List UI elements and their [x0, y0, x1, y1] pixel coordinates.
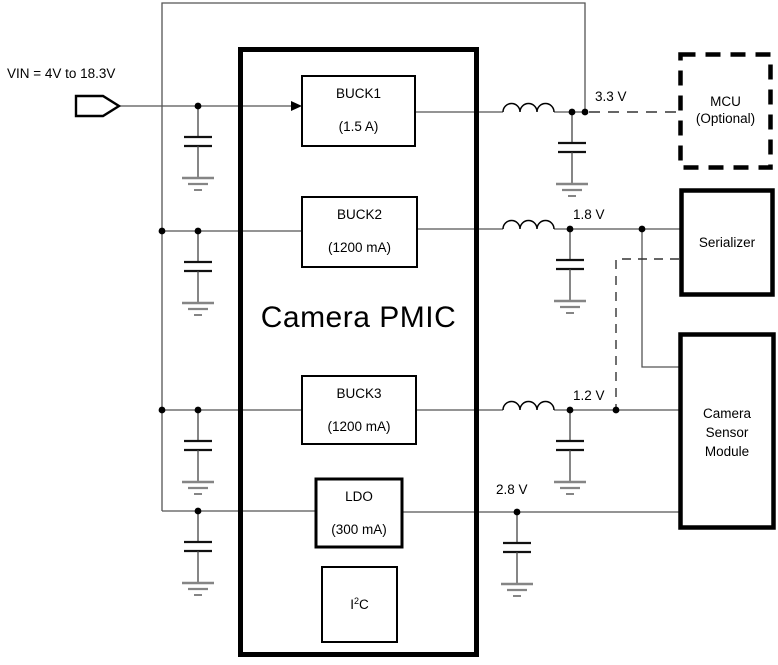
junction-dot [581, 108, 589, 116]
inductor-icon-1v2 [502, 400, 555, 411]
rail-1v8-label: 1.8 V [573, 207, 605, 222]
mcu-label-line1: MCU [710, 94, 741, 109]
rail-3v3-label: 3.3 V [595, 89, 627, 104]
ldo-name: LDO [345, 489, 373, 504]
junction-dot [566, 225, 574, 233]
buck1-rating: (1.5 A) [338, 119, 379, 134]
wire-1v8-camera-branch [641, 229, 680, 368]
junction-dot [194, 227, 202, 235]
capacitor-ground-icon-buck2in [182, 231, 214, 316]
junction-dot [612, 406, 620, 414]
wire-serializer-1v2-dashed [615, 258, 679, 410]
buck2-box [301, 196, 418, 268]
camera-pmic-box [238, 47, 479, 657]
junction-dot [638, 225, 646, 233]
junction-dot [194, 102, 202, 110]
i2c-label-post: C [359, 597, 369, 612]
junction-dot [158, 227, 166, 235]
serializer-label: Serializer [698, 235, 756, 250]
junction-dot [513, 508, 521, 516]
camera-sensor-module-box [678, 332, 776, 530]
buck3-rating: (1200 mA) [327, 419, 391, 434]
junction-dots [158, 102, 646, 516]
camera-label-line3: Module [704, 444, 750, 459]
vin-label: VIN = 4V to 18.3V [7, 66, 116, 81]
inductor-icon-1v8 [502, 219, 555, 230]
pmic-title: Camera PMIC [260, 301, 457, 334]
arrowhead-icon [291, 101, 302, 111]
capacitor-ground-icon-buck3in [182, 410, 214, 495]
camera-sensor-module-label: Camera Sensor Module [680, 404, 774, 461]
vin-rail-frame [161, 2, 586, 511]
serializer-box [679, 188, 775, 297]
junction-dot [194, 406, 202, 414]
rail-1v2-label: 1.2 V [573, 388, 605, 403]
i2c-label-sup: 2 [354, 596, 360, 606]
buck3-name: BUCK3 [336, 386, 382, 401]
inductor-icon-3v3 [502, 102, 555, 113]
capacitor-ground-icon-3v3 [556, 112, 588, 197]
capacitor-ground-icon-1v8 [554, 229, 586, 314]
capacitor-ground-icon-ldoin [182, 511, 214, 596]
mcu-label: MCU (Optional) [678, 93, 773, 127]
mcu-label-line2: (Optional) [695, 111, 756, 126]
junction-dot [158, 406, 166, 414]
capacitor-ground-icon-2v8 [501, 512, 533, 597]
buck2-name: BUCK2 [336, 207, 382, 222]
buck1-name: BUCK1 [335, 86, 381, 101]
buck2-rating: (1200 mA) [327, 240, 392, 255]
camera-label-line2: Sensor [705, 425, 749, 440]
mcu-box [678, 52, 773, 170]
vin-connector-icon [74, 94, 122, 118]
junction-dot [568, 108, 576, 116]
junction-dot [194, 507, 202, 515]
wire [161, 2, 586, 511]
junction-dot [566, 406, 574, 414]
capacitor-ground-icon-vin [182, 106, 214, 191]
capacitor-ground-icon-1v2 [554, 410, 586, 495]
i2c-label: I2C [322, 596, 397, 614]
i2c-label-pre: I [350, 597, 354, 612]
camera-label-line1: Camera [702, 406, 751, 421]
ldo-box [314, 477, 404, 549]
buck3-box [301, 375, 417, 445]
ldo-rating: (300 mA) [331, 522, 387, 537]
rail-2v8-label: 2.8 V [496, 482, 528, 497]
i2c-box [321, 566, 398, 643]
buck1-box [301, 75, 416, 147]
